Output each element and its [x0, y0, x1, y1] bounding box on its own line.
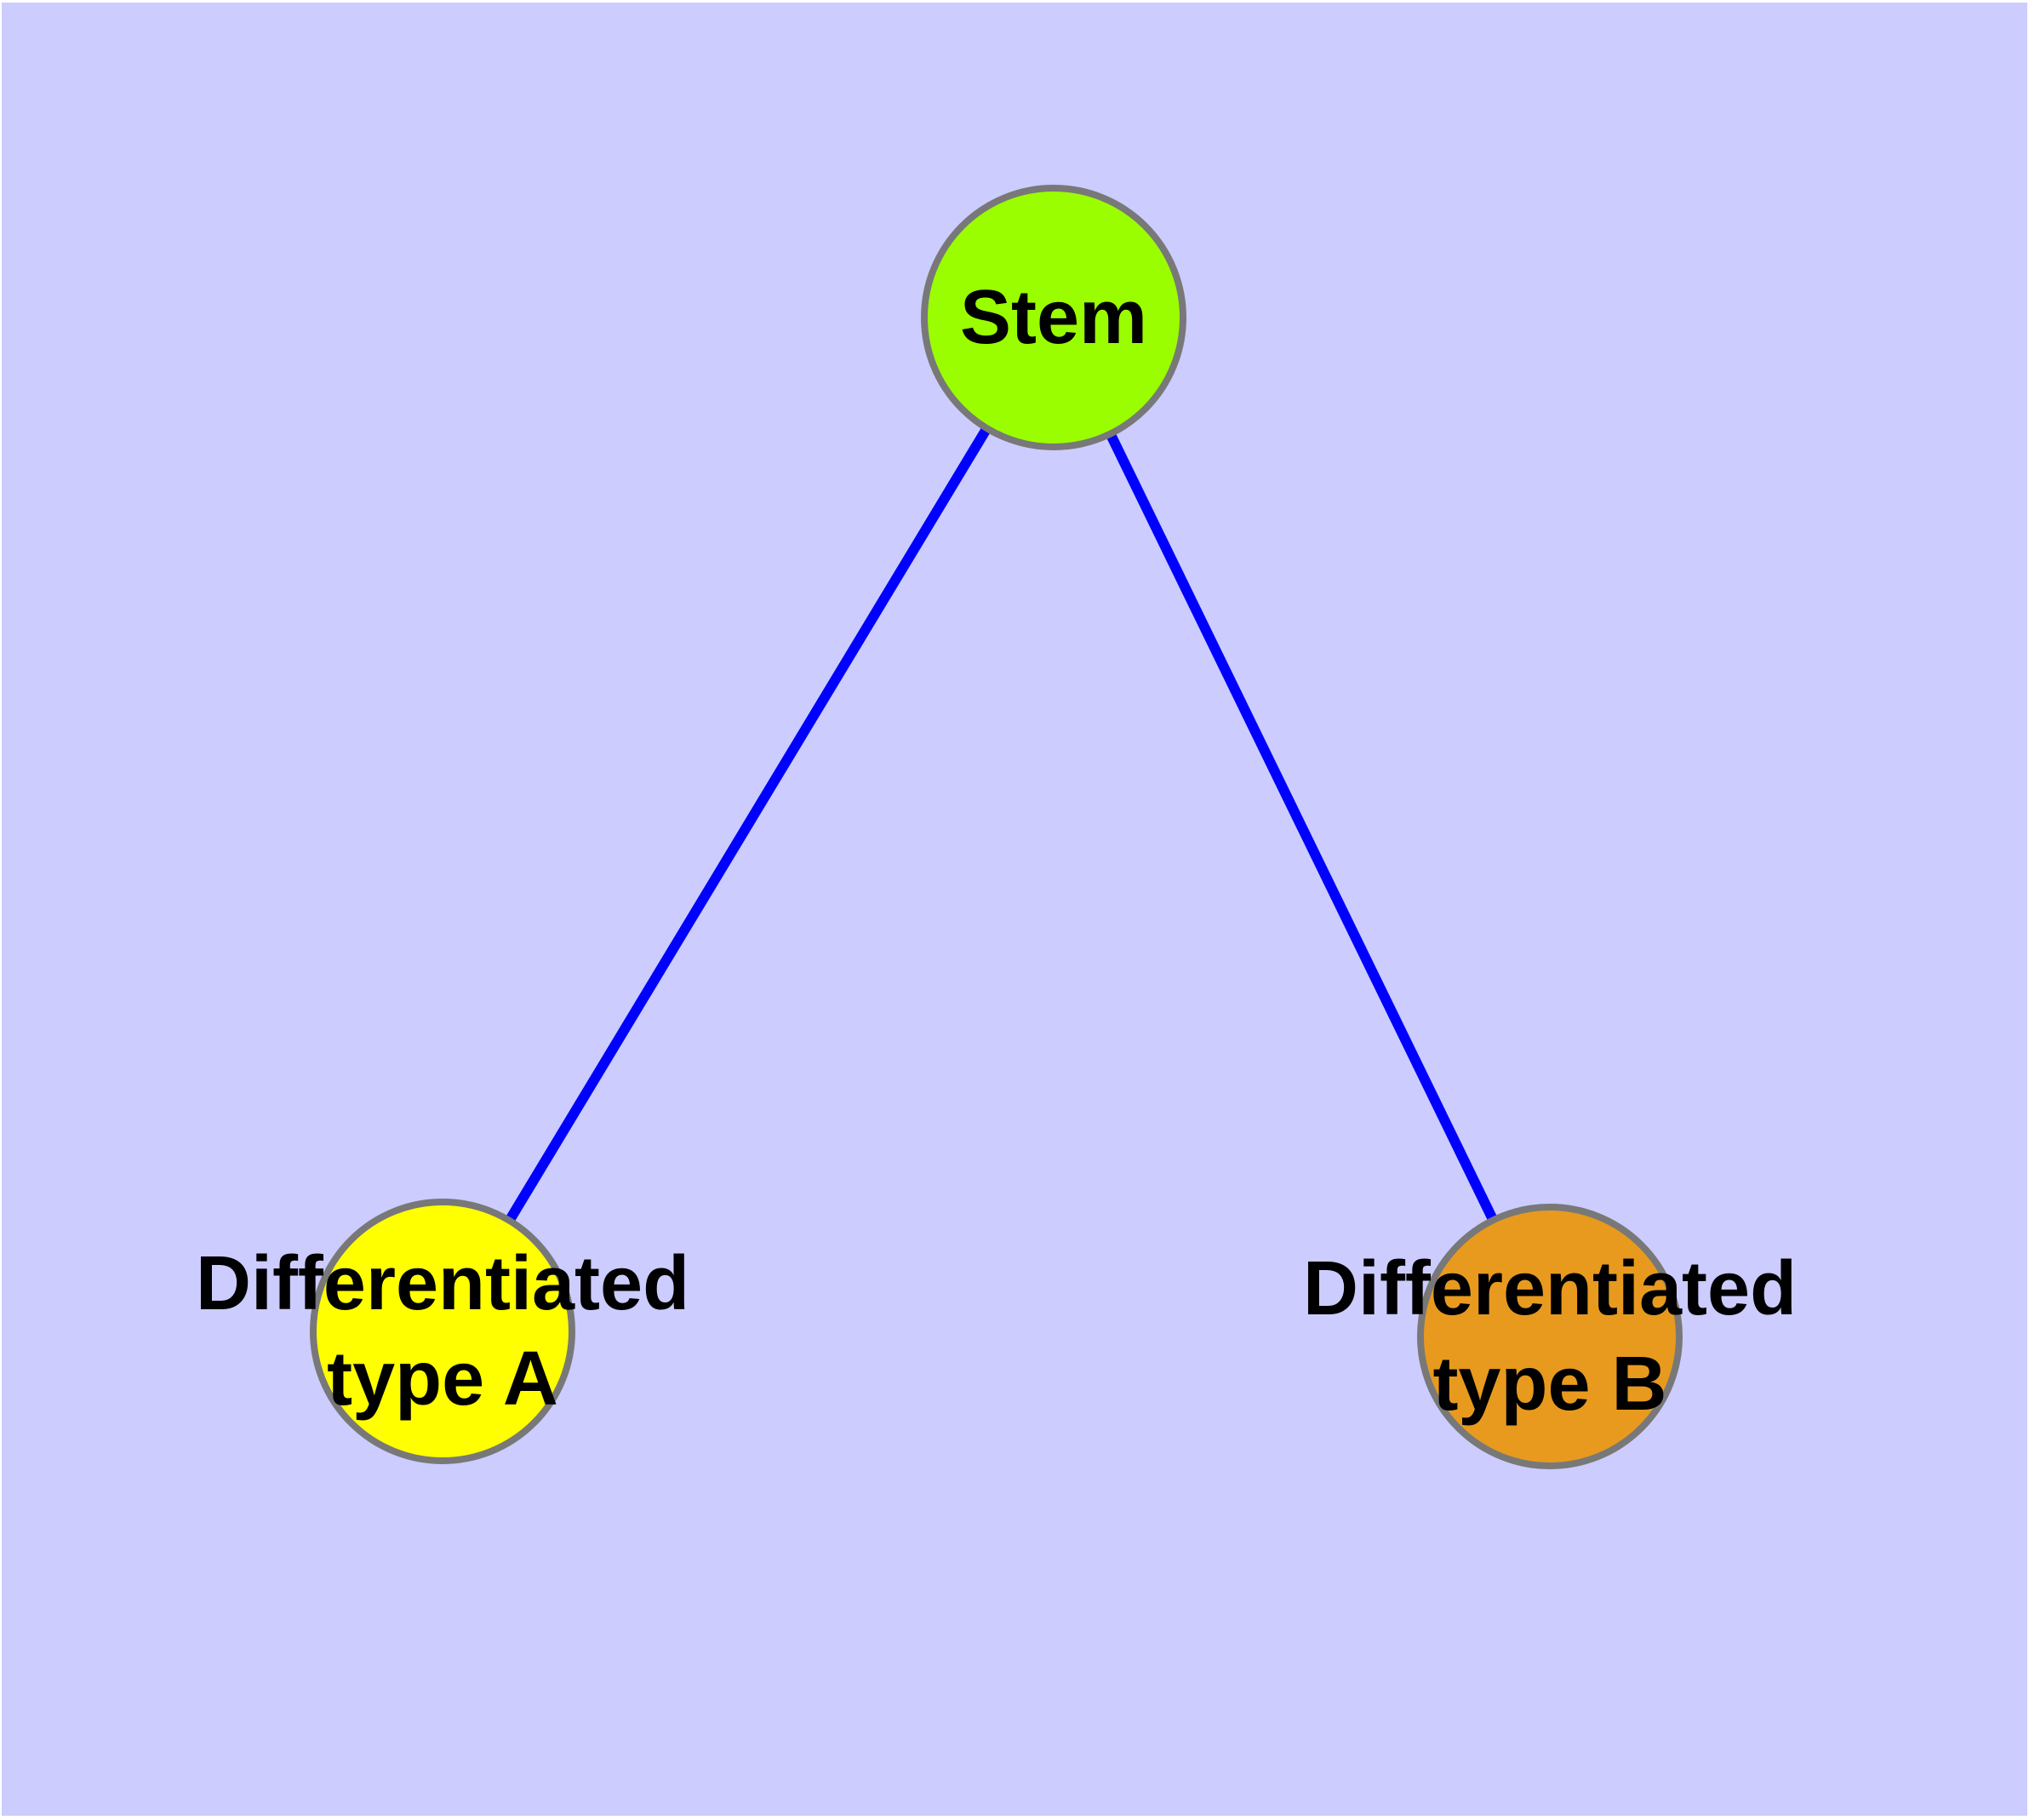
node-diff-b-circle	[1417, 1204, 1683, 1469]
edge-layer	[437, 314, 1555, 1339]
node-layer	[310, 185, 1683, 1469]
node-stem-circle	[921, 185, 1186, 450]
edge-stem-diff-a	[437, 314, 1059, 1335]
node-diff-a-circle	[310, 1199, 575, 1464]
edge-stem-diff-b	[1049, 315, 1555, 1339]
